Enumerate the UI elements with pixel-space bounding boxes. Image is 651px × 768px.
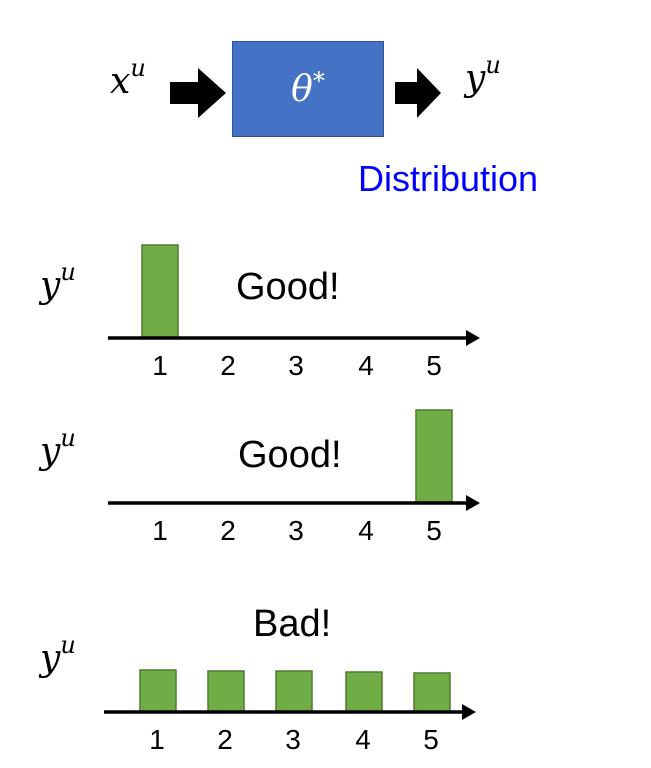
tick-label: 2 <box>217 724 233 755</box>
right-arrow-icon <box>170 68 226 118</box>
tick-label: 1 <box>152 515 168 546</box>
x-axis-arrowhead-icon <box>466 330 480 346</box>
output-label: yu <box>465 51 501 99</box>
chart-2-ylabel: yu <box>40 424 76 472</box>
x-axis-arrowhead-icon <box>466 495 480 511</box>
input-label: xu <box>110 54 146 102</box>
chart-3-annotation: Bad! <box>253 603 332 645</box>
tick-label: 2 <box>220 515 236 546</box>
tick-label: 4 <box>358 515 374 546</box>
chart-1-ylabel: yu <box>40 258 76 306</box>
bar-1 <box>139 669 177 713</box>
right-arrow-icon <box>395 68 441 118</box>
x-axis-arrowhead-icon <box>462 704 476 720</box>
chart-1: 1 2 3 4 5 <box>108 244 480 381</box>
tick-label: 3 <box>285 724 301 755</box>
model-box: θ* <box>232 41 384 137</box>
bar-2 <box>207 670 245 713</box>
chart-2-annotation: Good! <box>238 434 342 476</box>
chart-3: 1 2 3 4 5 <box>104 669 476 755</box>
chart-2: 1 2 3 4 5 <box>108 409 480 546</box>
tick-label: 1 <box>152 350 168 381</box>
tick-label: 1 <box>149 724 165 755</box>
tick-label: 5 <box>426 350 442 381</box>
tick-label: 3 <box>288 350 304 381</box>
bar-4 <box>345 671 383 713</box>
bar-5 <box>413 672 451 713</box>
bar-5 <box>415 409 453 504</box>
bar-1 <box>141 244 179 339</box>
tick-label: 5 <box>423 724 439 755</box>
tick-label: 3 <box>288 515 304 546</box>
tick-label: 4 <box>358 350 374 381</box>
tick-label: 5 <box>426 515 442 546</box>
tick-label: 2 <box>220 350 236 381</box>
distribution-label: Distribution <box>358 158 539 199</box>
tick-label: 4 <box>355 724 371 755</box>
chart-1-annotation: Good! <box>236 266 340 308</box>
bar-3 <box>275 670 313 713</box>
chart-3-ylabel: yu <box>40 631 76 679</box>
